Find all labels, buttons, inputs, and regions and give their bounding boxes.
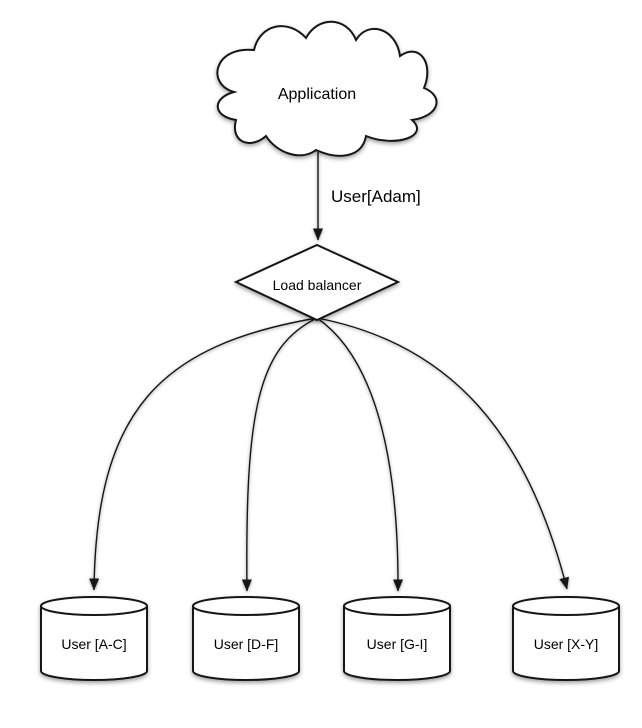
edge-to-shard-d-f [241,317,318,592]
load-balancer-node: Load balancer [233,243,401,322]
database-cylinder-top [40,596,148,616]
request-label: User[Adam] [331,187,421,206]
shard-x-y-node: User [X-Y] [512,596,620,681]
shard-label: User [A-C] [61,636,126,652]
shard-d-f-node: User [D-F] [192,596,300,681]
shard-label: User [G-I] [367,636,428,652]
database-cylinder-top [343,596,451,616]
database-cylinder-top [512,596,620,616]
application-cloud: Application [216,20,438,157]
database-cylinder-body [192,606,300,681]
load-balancer-diamond [233,243,401,322]
edge-to-shard-g-i [316,317,404,592]
database-cylinder-body [40,606,148,681]
database-cylinder-top [192,596,300,616]
database-cylinder-body [512,606,620,681]
edge-to-shard-x-y [316,317,570,590]
load-balancer-label: Load balancer [273,277,362,293]
shard-g-i-node: User [G-I] [343,596,451,681]
shard-label: User [X-Y] [534,636,599,652]
shard-label: User [D-F] [214,636,279,652]
database-cylinder-body [343,606,451,681]
cloud-outline [216,20,438,157]
shard-a-c-node: User [A-C] [40,596,148,681]
shard-edges [89,317,570,592]
edge-to-shard-a-c [89,317,318,591]
application-label: Application [278,86,356,103]
